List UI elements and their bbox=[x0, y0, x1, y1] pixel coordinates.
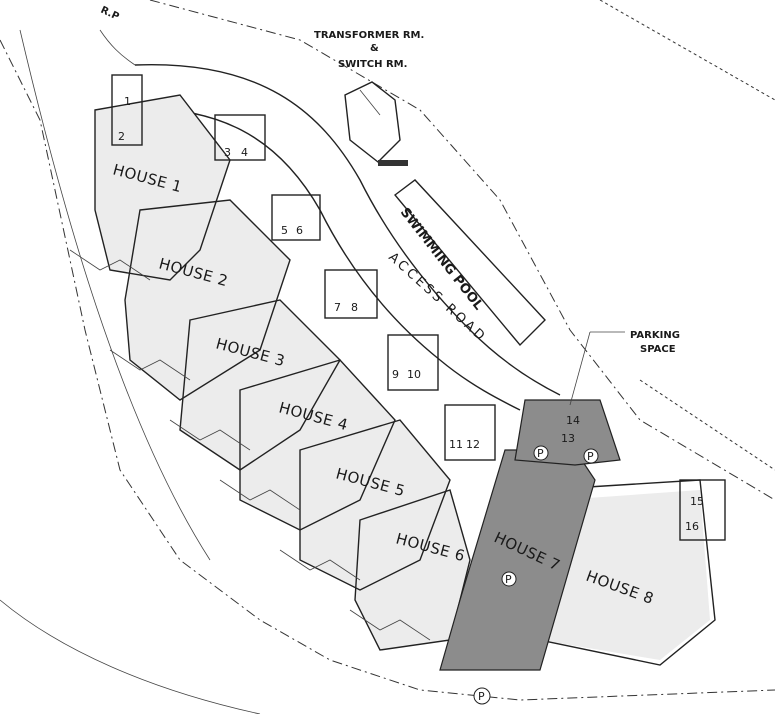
bay-10-label: 10 bbox=[407, 368, 421, 381]
parking-bays bbox=[111, 74, 726, 541]
bay-13-label: 13 bbox=[561, 432, 575, 445]
bay-2-label: 2 bbox=[118, 130, 125, 143]
parking-symbol-text: P bbox=[478, 690, 485, 703]
bay-12-label: 12 bbox=[466, 438, 480, 451]
switch-room-label: SWITCH RM. bbox=[338, 59, 407, 70]
house-footprints bbox=[69, 94, 716, 666]
parking-symbol-4: P bbox=[473, 687, 491, 705]
transformer-room bbox=[344, 81, 408, 166]
parking-symbol-3: P bbox=[501, 571, 517, 587]
bay-8-label: 8 bbox=[351, 301, 358, 314]
corner-mark-label: R.P bbox=[99, 5, 121, 23]
bay-14-label: 14 bbox=[566, 414, 580, 427]
transformer-label: TRANSFORMER RM. bbox=[314, 30, 424, 41]
bay-9-label: 9 bbox=[392, 368, 399, 381]
bay-7-label: 7 bbox=[334, 301, 341, 314]
bay-1-label: 1 bbox=[124, 95, 131, 108]
bay-4-label: 4 bbox=[241, 146, 248, 159]
bay-16-label: 16 bbox=[685, 520, 699, 533]
parking-symbol-text: P bbox=[587, 450, 594, 463]
bay-15-label: 15 bbox=[690, 495, 704, 508]
parking-symbol-1: P bbox=[533, 445, 549, 461]
bay-11-label: 11 bbox=[449, 438, 463, 451]
bay-6-label: 6 bbox=[296, 224, 303, 237]
bay-5-label: 5 bbox=[281, 224, 288, 237]
bay-3-label: 3 bbox=[224, 146, 231, 159]
parking-space-label-2: SPACE bbox=[640, 344, 676, 355]
parking-space-label-1: PARKING bbox=[630, 330, 680, 341]
parking-symbol-text: P bbox=[505, 573, 512, 586]
access-road bbox=[99, 29, 561, 411]
parking-symbol-text: P bbox=[537, 447, 544, 460]
parking-symbol-2: P bbox=[583, 448, 599, 464]
swimming-pool bbox=[393, 179, 546, 347]
amp-label: & bbox=[370, 43, 379, 54]
